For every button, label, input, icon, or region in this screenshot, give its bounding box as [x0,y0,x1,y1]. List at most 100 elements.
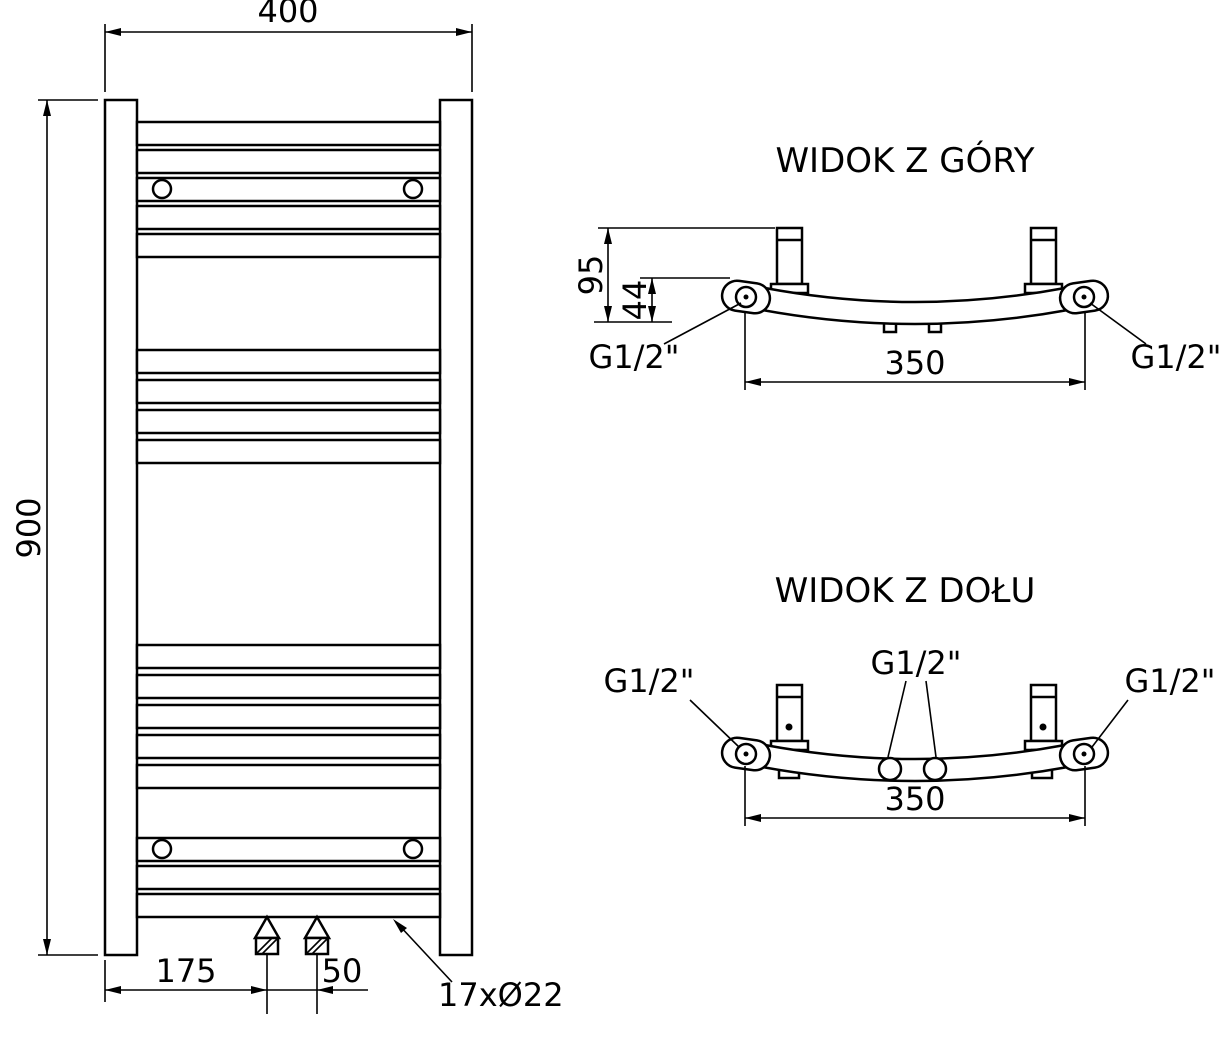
leader-line [887,680,907,758]
thread-callout-left: G1/2" [603,662,740,748]
bottom-view-title: WIDOK Z DOŁU [775,571,1036,611]
leader-line [925,680,937,758]
port-center [1081,294,1087,300]
port-center [743,751,749,757]
bracket-left [769,683,810,752]
mounting-screw [151,178,173,200]
arrowhead [745,378,761,386]
front-view: 400 900 175 50 17xØ22 [10,0,564,1014]
radiator-tube [135,438,442,465]
port-center [743,294,749,300]
top-view-title: WIDOK Z GÓRY [775,140,1034,181]
arrowhead [648,306,656,322]
tube-note-label: 17xØ22 [438,976,564,1014]
arrowhead [251,986,267,994]
thread-label: G1/2" [588,338,679,376]
radiator-tubes [135,120,442,919]
thread-callout-right: G1/2" [1089,302,1222,376]
radiator-tube [135,763,442,790]
wall-rail-right [438,98,474,957]
dim-width-400: 400 [104,0,473,92]
bracket-stem [775,683,804,743]
arrowhead [43,939,51,955]
bottom-view: WIDOK Z DOŁU [603,571,1216,826]
valve-cone [252,914,282,940]
radiator-tube [135,643,442,670]
thread-callout-center: G1/2" [870,644,962,758]
collector-end-left [720,279,772,315]
collector-end-right [1058,279,1110,315]
leader-line [1089,302,1147,345]
bracket-right [1023,683,1064,752]
mounting-screw [402,838,424,860]
bracket-stem [1029,683,1058,743]
arrowhead [604,306,612,322]
dim-bow-label: 44 [616,280,654,321]
collector-end-left [720,736,772,772]
radiator-tube [135,673,442,700]
arrowhead [604,228,612,244]
leader-line [1091,699,1129,748]
leader-line [689,699,740,748]
dim-span-label: 350 [884,780,945,818]
valve-connection-right [302,914,332,1014]
thread-label: G1/2" [870,644,961,682]
port-center [1081,751,1087,757]
valve-connection-left [252,914,282,1014]
thread-label: G1/2" [603,662,694,700]
bracket-stem [775,226,804,286]
dim-height-label: 900 [10,497,48,558]
mounting-screw [151,838,173,860]
radiator-tube [135,378,442,405]
radiator-tube [135,408,442,435]
radiator-tube [135,864,442,891]
dim-bow-44: 44 [616,277,730,322]
radiator-tube [135,836,442,863]
arrowhead [1069,814,1085,822]
dim-bottom-offsets: 175 50 [104,952,368,1002]
radiator-tube [135,120,442,147]
bracket-screw-hole [785,723,793,731]
arrowhead [105,28,121,36]
thread-callout-right: G1/2" [1091,662,1216,748]
dim-depth-label: 95 [572,255,610,296]
leader-line [663,302,742,345]
valve-nut-hatch [261,937,279,955]
dim-depth-95: 95 [572,227,775,323]
arrowhead [43,100,51,116]
valve-cone [302,914,332,940]
dim-offset-label: 175 [155,952,216,990]
tube-note: 17xØ22 [393,919,564,1014]
valve-nut-hatch [311,937,329,955]
dim-width-label: 400 [257,0,318,30]
arrowhead [745,814,761,822]
radiator-tube [135,733,442,760]
radiator-tube [135,204,442,231]
arrowhead [317,986,333,994]
dim-span-label: 350 [884,344,945,382]
radiator-tube [135,148,442,175]
top-view: WIDOK Z GÓRY [572,140,1222,390]
valve-nut-hatch [255,937,273,955]
arrowhead [648,278,656,294]
dim-span-350-top: 350 [744,312,1086,390]
leader-line [397,923,453,983]
collector-end-right [1058,736,1110,772]
arrowhead [105,986,121,994]
valve-port [877,756,903,782]
bracket-screw-hole [1039,723,1047,731]
radiator-tube [135,232,442,259]
thread-callout-left: G1/2" [588,302,742,376]
radiator-tube [135,892,442,919]
valve-nut-hatch [305,937,323,955]
arrowhead [393,919,407,933]
arrowhead [1069,378,1085,386]
thread-label: G1/2" [1130,338,1221,376]
arrowhead [456,28,472,36]
bracket-left [769,226,810,295]
thread-label: G1/2" [1124,662,1215,700]
radiator-tube [135,703,442,730]
dim-spacing-label: 50 [322,952,363,990]
mounting-screw [402,178,424,200]
